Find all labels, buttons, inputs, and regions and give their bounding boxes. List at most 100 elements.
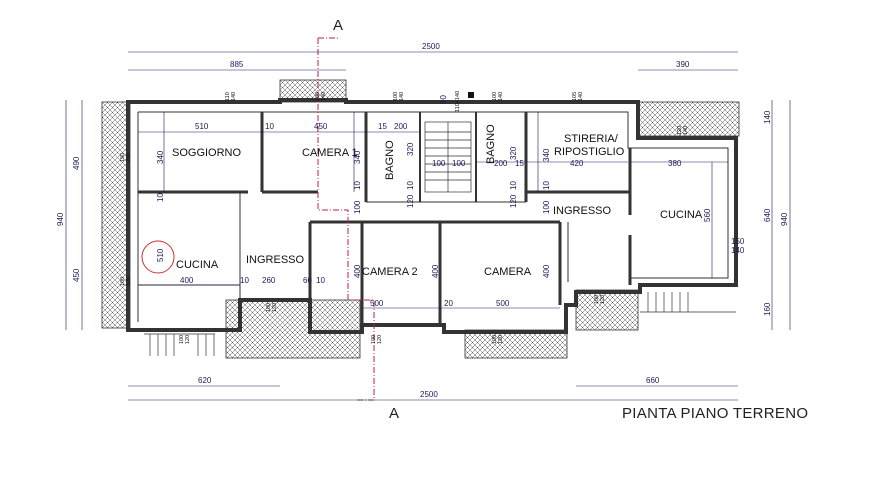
room-ripostiglio: RIPOSTIGLIO bbox=[554, 146, 625, 158]
section-mark-top: A bbox=[333, 17, 343, 34]
room-camera: CAMERA bbox=[484, 266, 532, 278]
opening-3b: 140 bbox=[399, 92, 405, 101]
opening-labels: 110 140 100 140 100 140 100 140 105 140 … bbox=[120, 92, 689, 344]
walls bbox=[126, 98, 738, 334]
dim-340-a: 340 bbox=[156, 150, 165, 164]
opening-11b: 120 bbox=[377, 335, 383, 344]
dimension-lines bbox=[65, 51, 791, 401]
opening-7b: 200 bbox=[126, 153, 132, 162]
dim-120-b: 120 bbox=[509, 194, 518, 208]
dim-260: 260 bbox=[262, 276, 276, 285]
room-ingresso-right: INGRESSO bbox=[553, 205, 612, 217]
dim-top-total: 2500 bbox=[422, 42, 440, 51]
dim-140: 140 bbox=[731, 246, 745, 255]
opening-2a: 100 bbox=[315, 92, 321, 101]
opening-6b: 140 bbox=[683, 126, 689, 135]
dim-10-v4: 10 bbox=[509, 181, 518, 190]
dim-bottom-total: 2500 bbox=[420, 390, 438, 399]
dim-400-v1: 400 bbox=[353, 264, 362, 278]
opening-13b: 120 bbox=[600, 295, 606, 304]
dim-100-c: 100 bbox=[353, 200, 362, 214]
dim-510-side: 510 bbox=[156, 248, 165, 262]
dim-bottom-right: 660 bbox=[646, 376, 660, 385]
opening-1a: 110 bbox=[225, 92, 231, 101]
dim-10-b: 10 bbox=[240, 276, 249, 285]
dim-10-c: 10 bbox=[316, 276, 325, 285]
dim-15-a: 15 bbox=[378, 122, 387, 131]
dim-100-d: 100 bbox=[542, 200, 551, 214]
dim-500-b: 500 bbox=[496, 299, 510, 308]
section-mark-bottom: A bbox=[389, 405, 399, 422]
opening-9a: 100 bbox=[179, 335, 185, 344]
dim-bottom-left: 620 bbox=[198, 376, 212, 385]
opening-11a: 100 bbox=[371, 335, 377, 344]
dim-right-upper: 140 bbox=[763, 110, 772, 124]
opening-12a: 100 bbox=[492, 335, 498, 344]
opening-5a: 105 bbox=[572, 92, 578, 101]
dim-left-upper: 490 bbox=[72, 156, 81, 170]
dim-90: 90 bbox=[439, 95, 448, 104]
dim-20: 20 bbox=[444, 299, 453, 308]
dim-right-total: 940 bbox=[780, 212, 789, 226]
dim-400-v2: 400 bbox=[431, 264, 440, 278]
dim-top-left: 885 bbox=[230, 60, 244, 69]
opening-3a: 100 bbox=[393, 92, 399, 101]
room-bagno-left: BAGNO bbox=[384, 140, 396, 180]
opening-4b: 140 bbox=[498, 92, 504, 101]
room-labels: SOGGIORNO CAMERA 1 BAGNO BAGNO STIRERIA/… bbox=[172, 124, 703, 278]
room-camera-2: CAMERA 2 bbox=[362, 266, 418, 278]
dim-left-total: 940 bbox=[56, 212, 65, 226]
opening-9b: 120 bbox=[185, 335, 191, 344]
opening-6a: 120 bbox=[677, 126, 683, 135]
opening-7a: 150 bbox=[120, 153, 126, 162]
dim-10-v2: 10 bbox=[353, 181, 362, 190]
dim-420: 420 bbox=[570, 159, 584, 168]
dim-120-a: 120 bbox=[406, 194, 415, 208]
drawing-title: PIANTA PIANO TERRENO bbox=[622, 405, 809, 422]
dim-10-v3: 10 bbox=[406, 181, 415, 190]
dim-150: 150 bbox=[731, 237, 745, 246]
dim-100-a: 100 bbox=[432, 159, 446, 168]
opening-13a: 100 bbox=[594, 295, 600, 304]
opening-10a: 100 bbox=[266, 303, 272, 312]
opening-8b: 120 bbox=[126, 277, 132, 286]
marker-circle bbox=[141, 240, 175, 274]
dim-200-b: 200 bbox=[494, 159, 508, 168]
opening-4a: 100 bbox=[492, 92, 498, 101]
opening-2b: 140 bbox=[321, 92, 327, 101]
dim-320-b: 320 bbox=[509, 146, 518, 160]
dim-left-lower: 450 bbox=[72, 268, 81, 282]
room-cucina-right: CUCINA bbox=[660, 209, 703, 221]
dim-510-top: 510 bbox=[195, 122, 209, 131]
opening-1b: 140 bbox=[231, 92, 237, 101]
room-ingresso-left: INGRESSO bbox=[246, 254, 305, 266]
dim-10-v5: 10 bbox=[542, 181, 551, 190]
dim-450: 450 bbox=[314, 122, 328, 131]
dim-110-140: 110+140 bbox=[455, 91, 461, 112]
opening-5b: 140 bbox=[578, 92, 584, 101]
dim-10-a: 10 bbox=[265, 122, 274, 131]
dim-200-a: 200 bbox=[394, 122, 408, 131]
room-cucina-left: CUCINA bbox=[176, 259, 219, 271]
dim-400-a: 400 bbox=[180, 276, 194, 285]
hatched-areas bbox=[101, 79, 740, 359]
dim-100-b: 100 bbox=[452, 159, 466, 168]
staircase bbox=[144, 121, 736, 356]
opening-12b: 120 bbox=[498, 335, 504, 344]
dim-10-v1: 10 bbox=[156, 193, 165, 202]
room-camera-1: CAMERA 1 bbox=[302, 147, 358, 159]
dimension-labels: 2500 885 390 620 660 2500 940 490 450 94… bbox=[56, 42, 789, 399]
dim-380: 380 bbox=[668, 159, 682, 168]
marker-square bbox=[468, 92, 474, 98]
room-bagno-right: BAGNO bbox=[485, 124, 497, 164]
dim-320-a: 320 bbox=[406, 142, 415, 156]
dim-560: 560 bbox=[703, 208, 712, 222]
room-soggiorno: SOGGIORNO bbox=[172, 147, 242, 159]
dim-60: 60 bbox=[303, 276, 312, 285]
opening-10b: 120 bbox=[272, 303, 278, 312]
room-stireria: STIRERIA/ bbox=[564, 133, 619, 145]
dim-500-a: 500 bbox=[370, 299, 384, 308]
dim-top-right: 390 bbox=[676, 60, 690, 69]
opening-8a: 100 bbox=[120, 277, 126, 286]
